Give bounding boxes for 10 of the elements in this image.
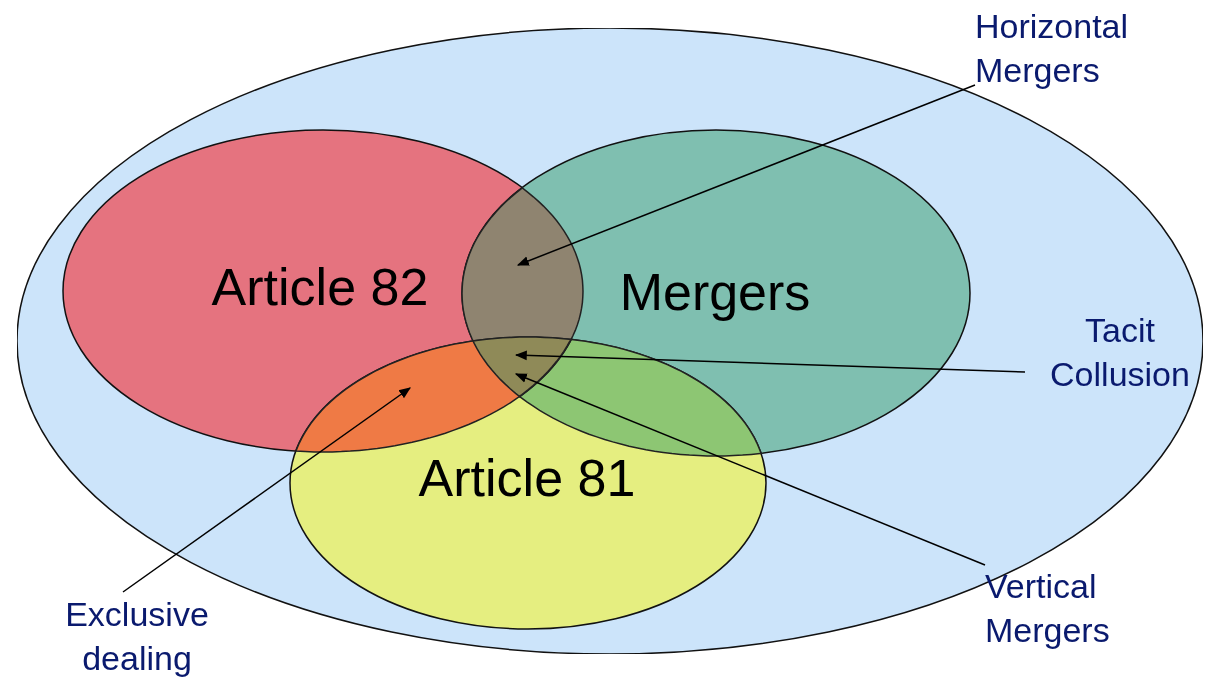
callout-label: Horizontal Mergers bbox=[975, 4, 1175, 92]
leader-arrow bbox=[122, 387, 411, 593]
leader-arrow bbox=[514, 373, 986, 566]
callout-label: Tacit Collusion bbox=[1025, 308, 1215, 396]
callout-label: Vertical Mergers bbox=[985, 564, 1155, 652]
callout-label: Exclusive dealing bbox=[42, 592, 232, 680]
leader-arrow bbox=[514, 350, 1026, 373]
region-title: Mergers bbox=[619, 262, 811, 322]
region-title: Article 82 bbox=[211, 257, 429, 317]
region-title: Article 81 bbox=[418, 448, 636, 508]
